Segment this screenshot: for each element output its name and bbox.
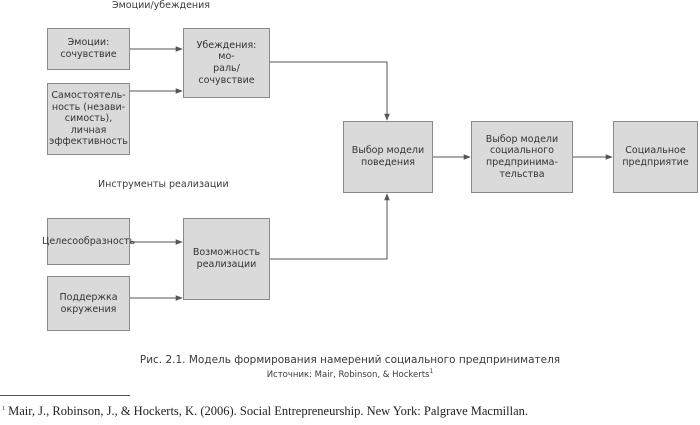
box-feasibility: Возможность реализации — [183, 218, 270, 300]
box-self-efficacy-text: Самостоятель- ность (незави- симость), л… — [49, 90, 128, 148]
box-emotions-text: Эмоции: сочувствие — [60, 37, 117, 60]
box-expediency-text: Целесообразность — [41, 235, 136, 247]
figure-source-text: Источник: Mair, Robinson, & Hockerts — [266, 369, 430, 380]
box-behavior-model: Выбор модели поведения — [343, 121, 433, 193]
box-env-support: Поддержка окружения — [47, 276, 130, 331]
box-emotions: Эмоции: сочувствие — [47, 28, 130, 70]
footnote-divider — [0, 395, 130, 396]
box-expediency: Целесообразность — [42, 218, 135, 265]
section-label-implementation-tools: Инструменты реализации — [98, 179, 229, 190]
box-feasibility-text: Возможность реализации — [192, 247, 261, 270]
box-behavior-model-text: Выбор модели поведения — [351, 145, 425, 168]
section-label-emotions-beliefs: Эмоции/убеждения — [112, 0, 211, 11]
arrow-beliefs-to-behavior — [270, 61, 390, 121]
box-social-entrepreneur-model-text: Выбор модели социального предпринима- те… — [485, 133, 559, 180]
box-self-efficacy: Самостоятель- ность (незави- симость), л… — [47, 83, 130, 155]
figure-source: Источник: Mair, Robinson, & Hockerts1 — [0, 368, 700, 380]
box-social-enterprise-text: Социальное предприятие — [622, 145, 689, 168]
figure-source-ref: 1 — [429, 368, 434, 375]
box-social-entrepreneur-model: Выбор модели социального предпринима- те… — [471, 121, 573, 193]
figure-caption: Рис. 2.1. Модель формирования намерений … — [139, 354, 561, 366]
box-env-support-text: Поддержка окружения — [59, 291, 118, 315]
box-beliefs-text: Убеждения: мо- раль/сочувствие — [196, 39, 257, 86]
box-beliefs: Убеждения: мо- раль/сочувствие — [183, 28, 270, 98]
footnote-text: Mair, J., Robinson, J., & Hockerts, K. (… — [5, 404, 529, 418]
arrow-feasibility-to-behavior — [270, 193, 390, 260]
footnote-marker: 1 — [2, 405, 5, 412]
box-social-enterprise: Социальное предприятие — [613, 121, 698, 193]
footnote: 1 Mair, J., Robinson, J., & Hockerts, K.… — [2, 404, 528, 419]
